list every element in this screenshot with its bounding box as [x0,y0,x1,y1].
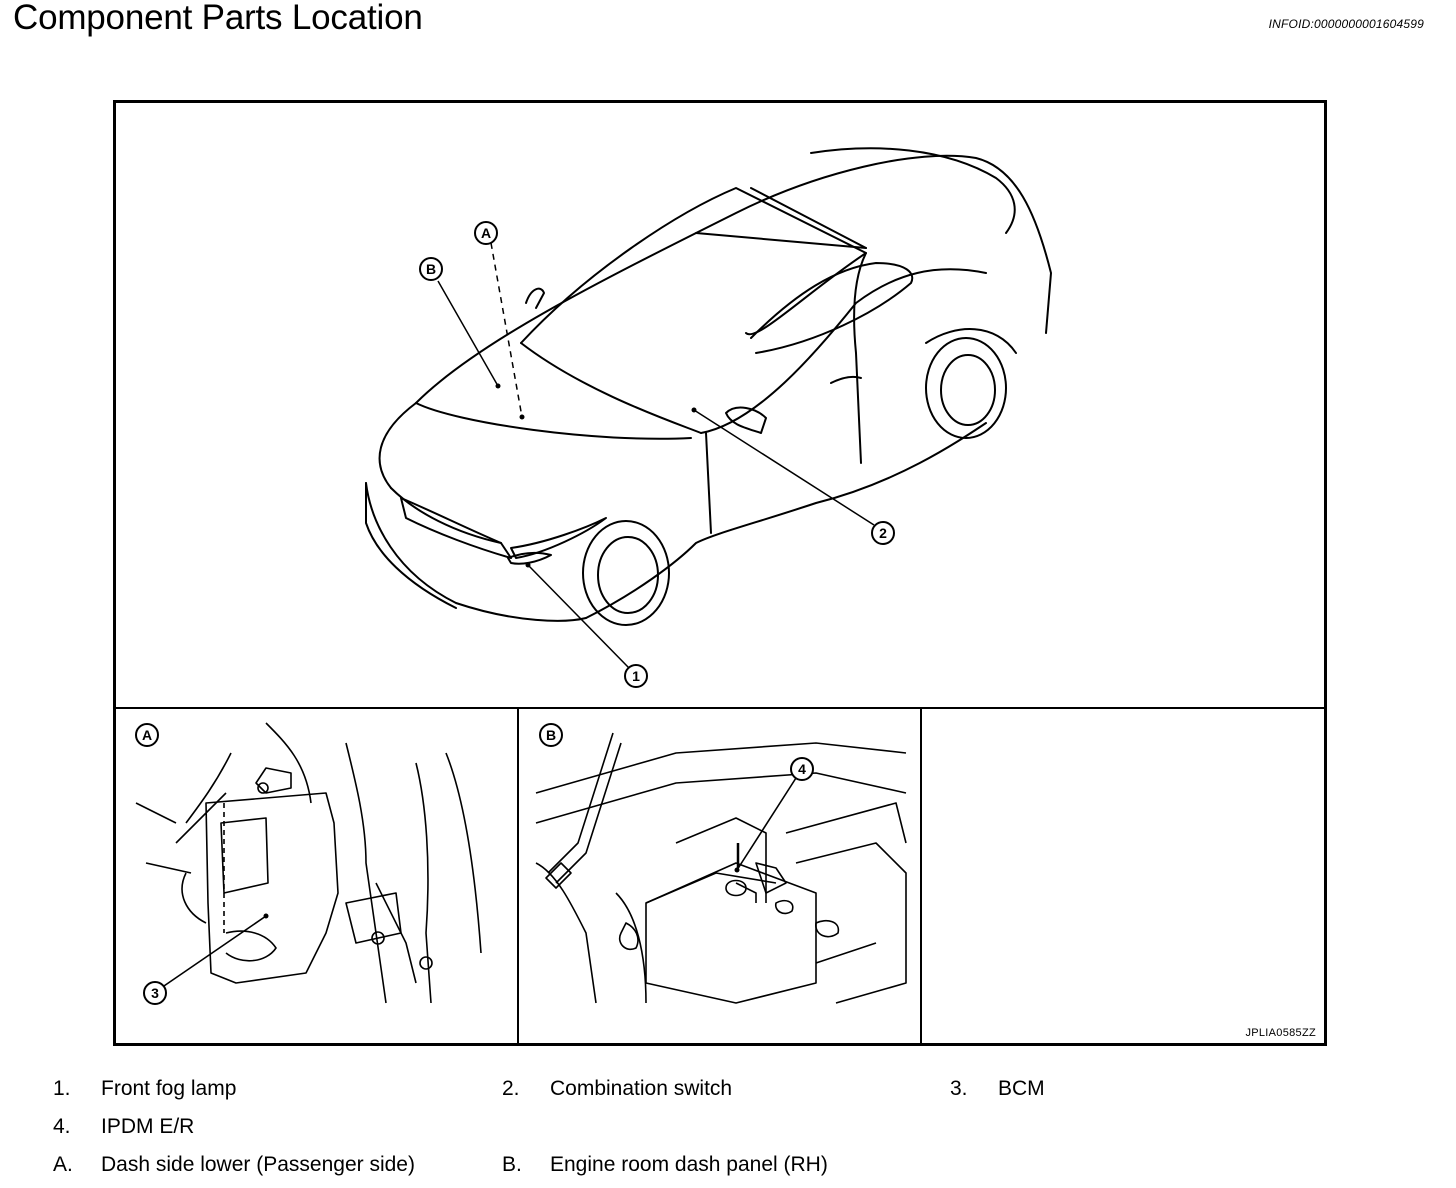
callout-a: A [474,221,498,245]
car-outline [365,147,1052,626]
svg-text:B: B [426,261,436,277]
legend-item-2: 2. Combination switch [502,1077,733,1100]
legend-item-4: 4. IPDM E/R [53,1115,195,1138]
callout-line-2 [693,409,875,526]
svg-text:3: 3 [151,985,159,1001]
panel-divider-right [920,709,922,1043]
callout-1: 1 [624,664,648,688]
callout-line-a [490,242,523,418]
callout-dots [495,383,697,568]
callout-3: 3 [143,981,167,1005]
callout-b: B [419,257,443,281]
diagram-frame: A B 2 1 [113,100,1327,1046]
svg-text:A: A [481,225,491,241]
panel-b-illustration [535,732,907,1004]
panel-divider-horizontal [116,707,1324,709]
info-id: INFOID:0000000001604599 [1268,17,1424,31]
svg-text:2: 2 [879,525,887,541]
callout-lines [437,242,875,669]
callout-4: 4 [790,757,814,781]
svg-text:A: A [142,727,152,743]
svg-text:4: 4 [798,761,806,777]
car-diagram: A B 2 1 [135,147,1052,1005]
svg-text:B: B [546,727,556,743]
callout-2: 2 [871,521,895,545]
panel-a-label: A [135,723,159,747]
legend-item-b: B. Engine room dash panel (RH) [502,1153,828,1176]
legend-item-1: 1. Front fog lamp [53,1077,237,1100]
image-code: JPLIA0585ZZ [1245,1027,1316,1039]
panel-b-label: B [539,723,563,747]
panel-divider-left [517,709,519,1043]
callout-line-1 [527,564,630,669]
page-title: Component Parts Location [13,0,423,37]
svg-text:1: 1 [632,668,640,684]
legend-item-a: A. Dash side lower (Passenger side) [53,1153,415,1176]
legend-item-3: 3. BCM [950,1077,1045,1100]
callout-line-b [437,280,499,387]
panel-a-illustration [135,722,482,1004]
